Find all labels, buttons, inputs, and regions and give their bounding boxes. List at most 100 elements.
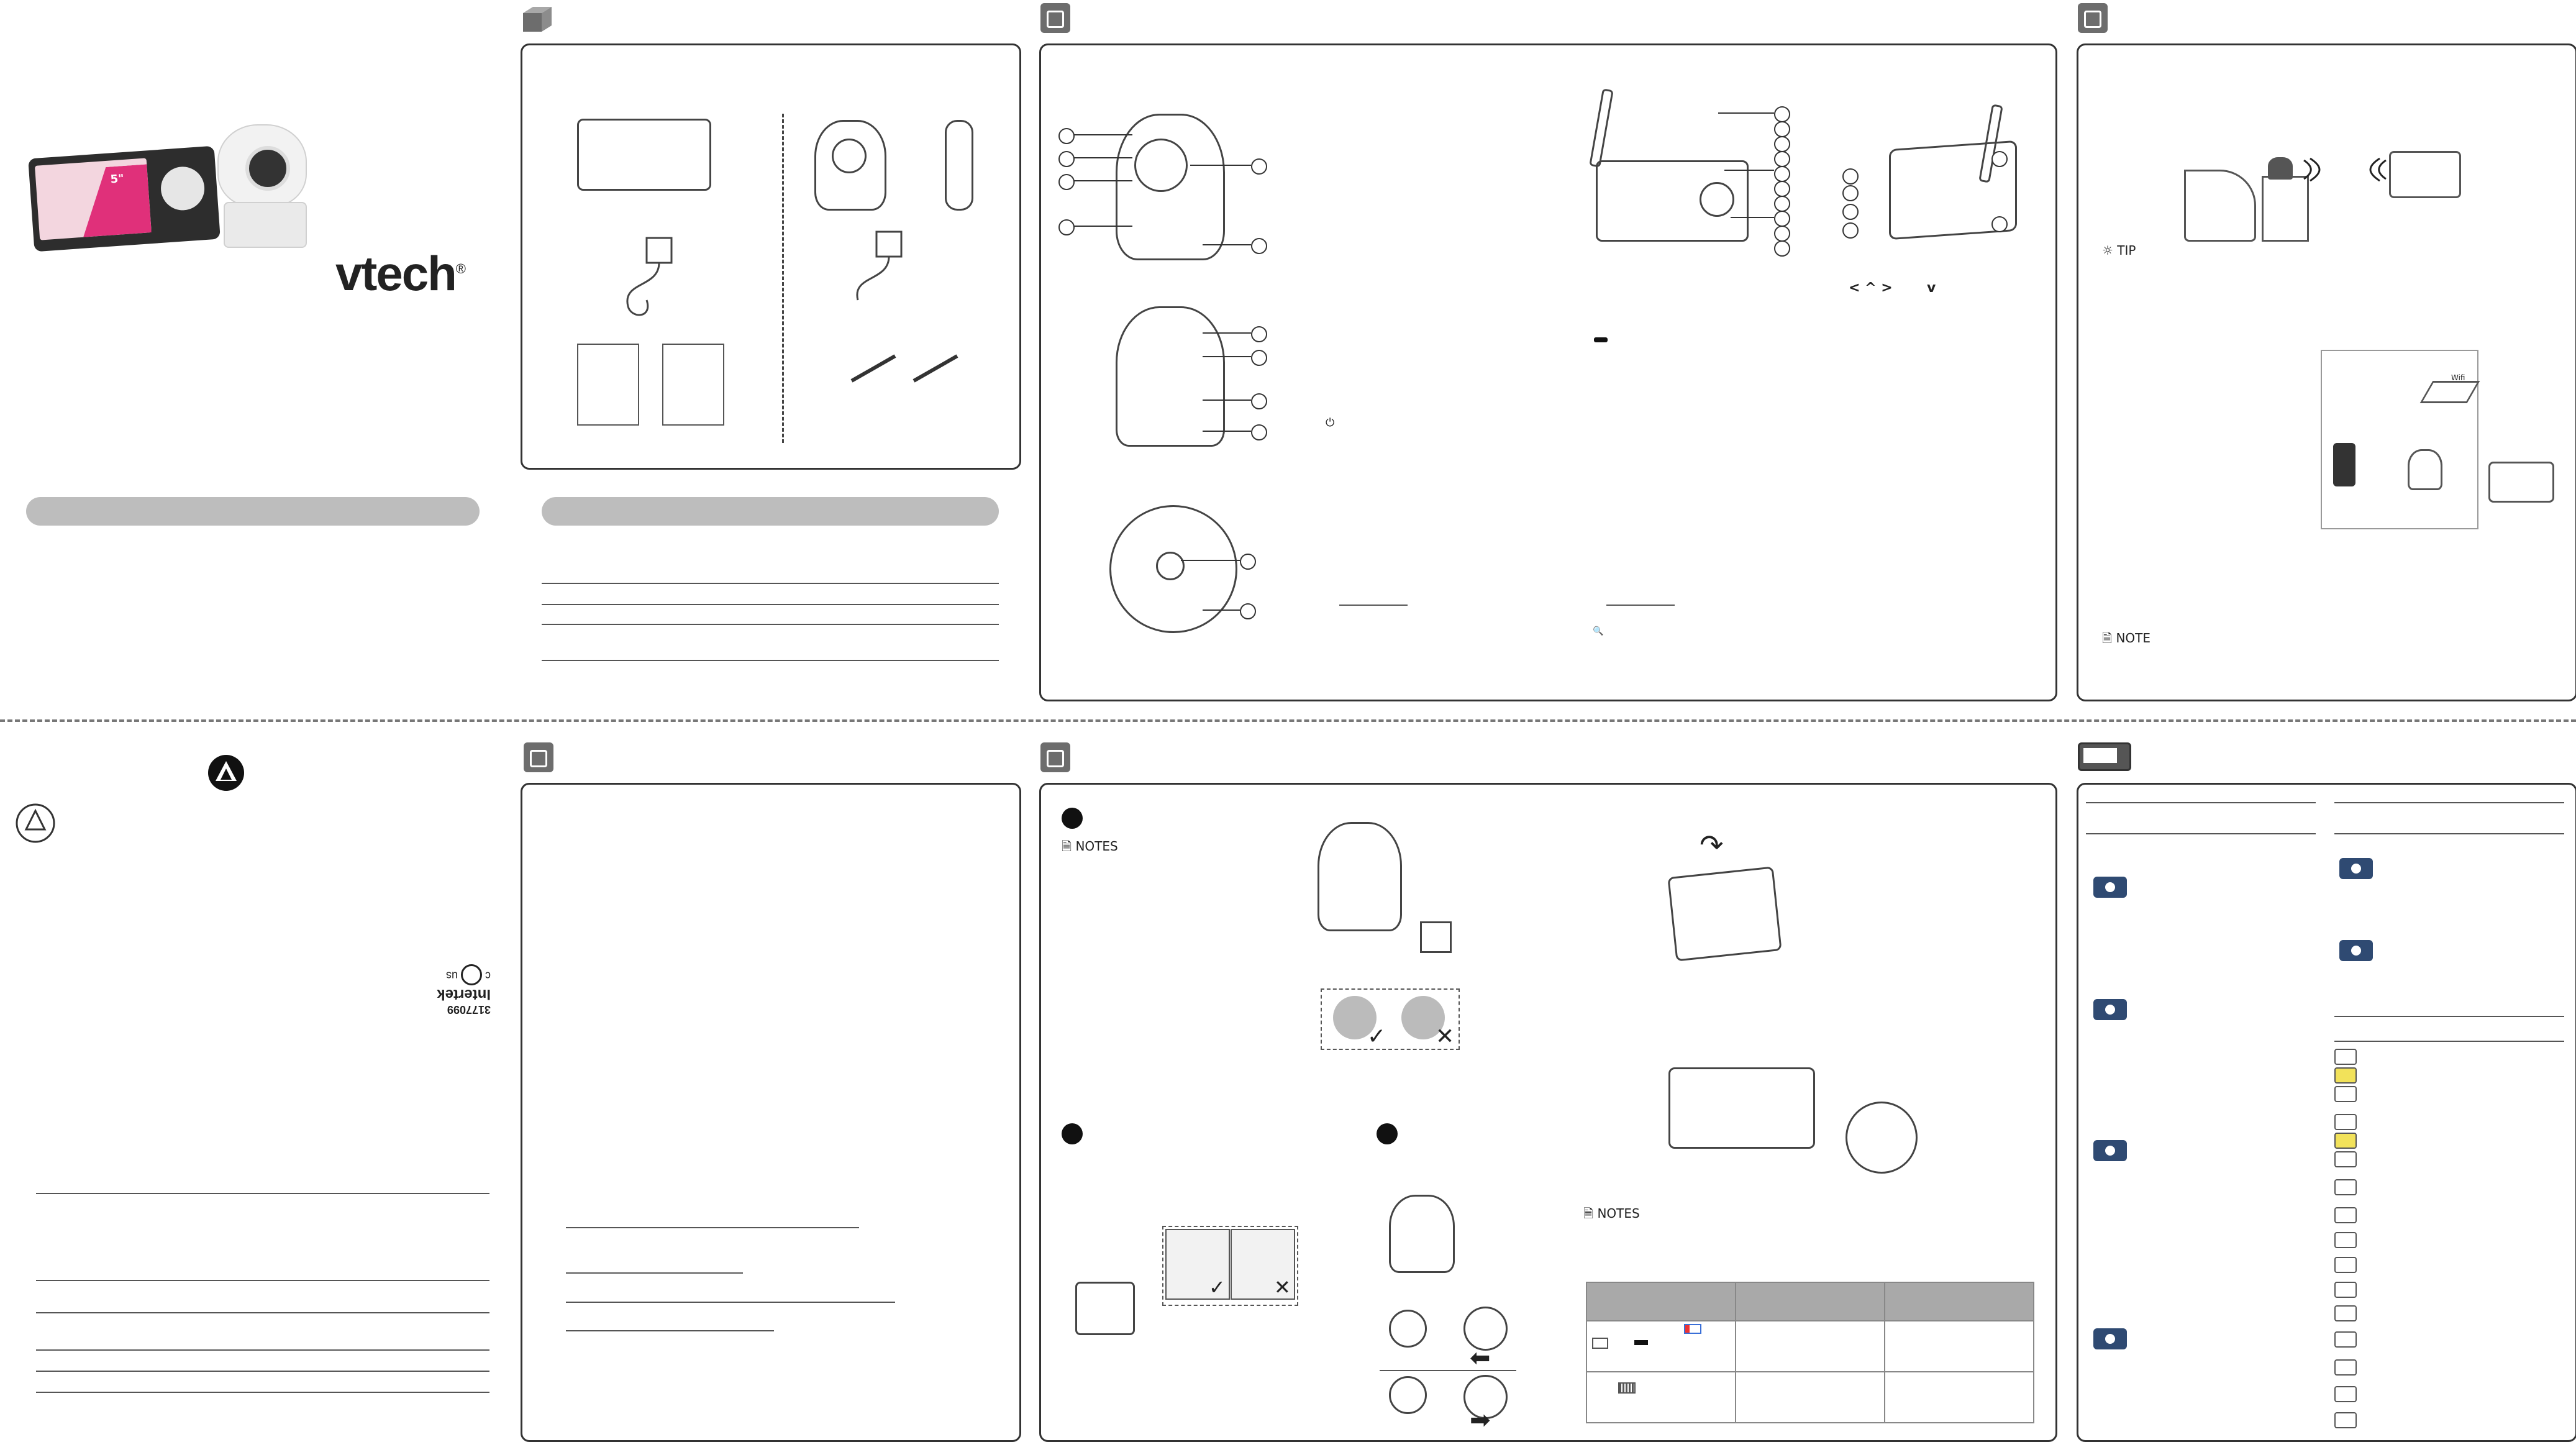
placement-monitor-drawing [2389, 151, 2461, 198]
switch-detail-off [1389, 1376, 1427, 1414]
wifi-warning-icon [2334, 1133, 2357, 1149]
product-camera-image [211, 124, 317, 249]
plug-check-box [1321, 988, 1460, 1050]
wifi-label: Wifi [2451, 373, 2465, 382]
battery-recycle-symbol [14, 801, 57, 845]
wifi-baby-icon [2334, 1151, 2357, 1167]
incorrect-x-icon: ✕ [1436, 1024, 1455, 1049]
callout-mon-5 [1774, 166, 1790, 182]
baby-signal-icon [2334, 1086, 2357, 1102]
callout-mon-4 [1774, 151, 1790, 167]
step-2-marker [1062, 1123, 1083, 1144]
overview-panel: ⏻ 🔍 < ^ > v [1039, 43, 2057, 701]
camera-status-icon [2093, 999, 2127, 1020]
parts-rule-3 [542, 624, 999, 625]
back-rule-6 [36, 1392, 489, 1393]
back-rule-5 [36, 1371, 489, 1372]
parts-rule-2 [542, 604, 999, 605]
tip-heading: ☼ TIP [2102, 243, 2136, 258]
note-icon: 🗎 [2102, 631, 2113, 646]
notes-heading-2: 🗎 NOTES [1583, 1206, 1640, 1221]
power-symbol: ⏻ [1326, 416, 1335, 429]
power-button-closeup [1846, 1102, 1918, 1174]
monitor-front-drawing [1596, 160, 1749, 242]
safety-rule-1 [566, 1227, 859, 1228]
safety-rule-3 [566, 1302, 895, 1303]
recycle-logo [208, 755, 244, 791]
warning-signal-icon [2334, 1067, 2357, 1084]
battery-charging-icon [1634, 1340, 1648, 1345]
wifi-camera-drawing [2408, 449, 2442, 490]
rotate-arrow-icon: ↷ [1700, 828, 1724, 862]
parts-rule-4 [542, 660, 999, 661]
parts-monitor-drawing [577, 119, 711, 191]
safety-rule-2 [566, 1272, 743, 1274]
switch-detail-on [1389, 1310, 1427, 1348]
step-3-marker [1377, 1123, 1398, 1144]
monitor-stand-drawing [1667, 866, 1782, 962]
signal-waves-icon [2303, 157, 2321, 182]
step-1-marker [1062, 808, 1083, 829]
section-icon-screen [2078, 742, 2131, 771]
icons-rule-right-3 [2334, 1016, 2564, 1017]
mute-icon [2334, 1386, 2357, 1402]
overview-footnote-rule-right [1606, 605, 1675, 606]
night-light-icon [2334, 1359, 2357, 1376]
music-icon [2334, 1331, 2357, 1348]
minus-key-symbol [1594, 337, 1608, 342]
certification-mark: 3177099 Intertek c us [429, 947, 491, 1016]
wifi-monitor-drawing [2488, 462, 2554, 503]
callout-mon-6 [1774, 181, 1790, 197]
callout-mon-2 [1774, 121, 1790, 137]
nav-up-icon: ^ [1865, 280, 1877, 296]
section-icon-safety [524, 742, 553, 772]
section-icon-install [1040, 742, 1070, 772]
product-monitor-image: 5" [28, 145, 221, 252]
zoom-icon: 🔍 [1593, 626, 1604, 636]
battery-table-header-2 [1735, 1282, 1885, 1321]
cover-area: 5" vtech® [25, 124, 497, 301]
parts-mount-drawing [945, 120, 973, 211]
parts-title-bar [542, 497, 999, 526]
callout-bottom-1 [1240, 554, 1256, 570]
callout-mon-3 [1774, 136, 1790, 152]
back-rule-2 [36, 1280, 489, 1281]
parts-panel [521, 43, 1021, 470]
icons-panel [2077, 783, 2576, 1442]
cert-lab-code: 3177099 [447, 1003, 491, 1016]
callout-monback-3 [1842, 204, 1859, 220]
safety-panel [521, 783, 1021, 1442]
parts-adapter-drawing [626, 237, 673, 316]
notes-heading-1: 🗎 NOTES [1062, 839, 1118, 854]
signal-waves-icon-2 [2369, 157, 2387, 182]
callout-back-3 [1251, 393, 1267, 409]
multi-camera-icon [2334, 1179, 2357, 1195]
nav-left-icon: < [1849, 280, 1860, 296]
callout-cam-4 [1058, 219, 1075, 235]
switch-divider [1380, 1370, 1516, 1371]
parts-rule-1 [542, 583, 999, 584]
screen-size-badge: 5" [110, 171, 125, 186]
callout-back-1 [1251, 326, 1267, 342]
dresser-camera-drawing [2268, 157, 2293, 180]
callout-back-4 [1251, 424, 1267, 440]
callout-bottom-2 [1240, 603, 1256, 619]
phone-drawing [2333, 443, 2355, 486]
parts-camera-adapter-drawing [856, 230, 903, 301]
talk-icon [2334, 1232, 2357, 1248]
icons-rule-right-2 [2334, 833, 2564, 834]
icons-rule-left-1 [2086, 802, 2316, 803]
callout-monback-5 [1991, 151, 2008, 167]
icons-rule-right-4 [2334, 1041, 2564, 1042]
camera-switch-drawing [1389, 1195, 1455, 1273]
battery-table-header-1 [1586, 1282, 1736, 1321]
charge-x-icon: ✕ [1274, 1275, 1291, 1299]
callout-cam-2 [1058, 151, 1075, 167]
notes-icon-1: 🗎 [1062, 839, 1072, 854]
callout-monback-4 [1842, 222, 1859, 239]
callout-cam-5 [1251, 158, 1267, 175]
baby-status-icon [2093, 1140, 2127, 1161]
cover-title-bar [26, 497, 480, 526]
cert-us: us [445, 969, 458, 982]
note-heading: 🗎 NOTE [2102, 631, 2151, 646]
